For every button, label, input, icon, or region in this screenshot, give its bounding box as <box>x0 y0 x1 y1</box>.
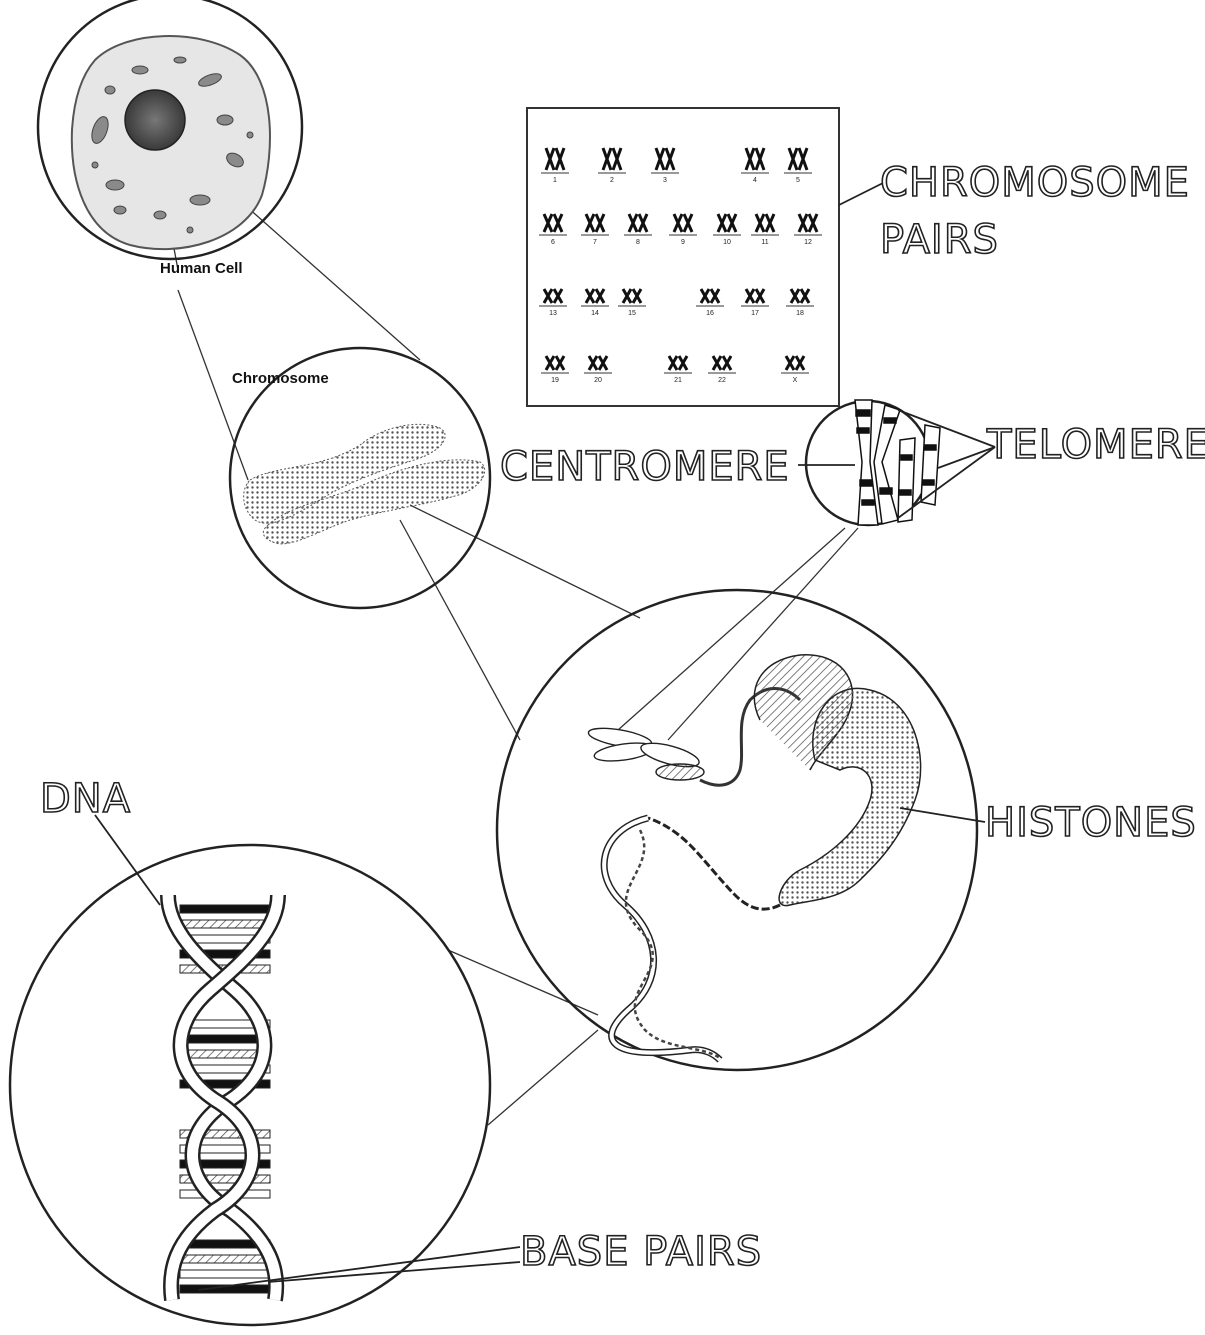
chromosome-label: Chromosome <box>232 370 329 387</box>
chromosome-pairs-label-line2: PAIRS <box>880 217 999 263</box>
karyotype-number: 8 <box>636 239 640 246</box>
base-pairs-leaders <box>198 1247 520 1290</box>
dna-label: DNA <box>40 776 131 822</box>
chromosome-pairs-label-line1: CHROMOSOME <box>880 160 1190 206</box>
chromosome-panel: Chromosome <box>230 348 490 608</box>
karyotype-number: 19 <box>551 377 559 384</box>
karyotype-number: 5 <box>796 177 800 184</box>
karyotype-number: 16 <box>706 310 714 317</box>
dna-helix-strand-1 <box>604 818 720 1060</box>
base-pairs-label: BASE PAIRS <box>520 1229 762 1275</box>
karyotype-number: 3 <box>663 177 667 184</box>
double-helix <box>168 895 278 1300</box>
karyotype-number: 18 <box>796 310 804 317</box>
karyotype-number: 17 <box>751 310 759 317</box>
dna-panel <box>10 845 490 1325</box>
karyotype-number: 11 <box>761 239 768 246</box>
karyotype-number: X <box>793 377 798 384</box>
karyotype-number: 12 <box>804 239 812 246</box>
histones-leader <box>900 808 985 822</box>
karyotype-number: 15 <box>628 310 636 317</box>
histones-panel <box>497 590 977 1070</box>
chromosome-pairs-leader <box>839 183 883 205</box>
dna-leader <box>95 815 160 905</box>
base-pair-rung <box>180 905 270 913</box>
base-pair-rung <box>180 1270 270 1278</box>
telomere-label: TELOMERE <box>986 422 1205 468</box>
nucleus <box>125 90 185 150</box>
condensed-chromosome <box>587 725 704 780</box>
karyotype-number: 4 <box>753 177 757 184</box>
karyotype-number: 20 <box>594 377 602 384</box>
karyotype-number: 21 <box>674 377 682 384</box>
karyotype-number: 22 <box>718 377 726 384</box>
karyotype-number: 7 <box>593 239 597 246</box>
karyotype-number: 1 <box>553 177 557 184</box>
base-pair-rung <box>180 1255 270 1263</box>
dna-helix-strand-2 <box>604 818 720 1060</box>
karyotype-number: 14 <box>591 310 599 317</box>
base-pair-rung <box>180 920 270 928</box>
human-cell-label: Human Cell <box>160 260 243 277</box>
centromere-label: CENTROMERE <box>500 444 790 490</box>
karyotype-number: 9 <box>681 239 685 246</box>
histones-label: HISTONES <box>985 800 1197 846</box>
karyotype-number: 10 <box>723 239 731 246</box>
beads-on-string <box>648 818 780 909</box>
fuzzy-chromosome <box>244 424 485 543</box>
human-cell-panel: Human Cell <box>38 0 302 277</box>
karyotype-number: 13 <box>549 310 557 317</box>
karyotype-number: 2 <box>610 177 614 184</box>
karyotype-number: 6 <box>551 239 555 246</box>
banded-chromosome <box>855 400 940 525</box>
